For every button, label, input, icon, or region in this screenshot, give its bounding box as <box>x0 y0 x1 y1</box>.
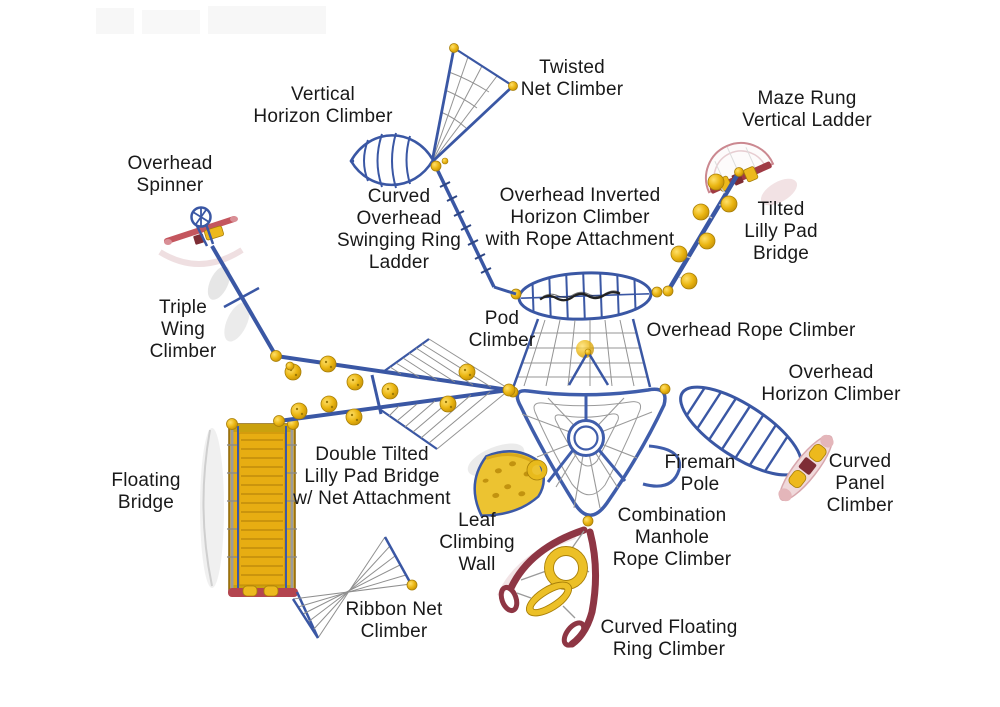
triple-wing-climber-graphic <box>210 244 278 358</box>
leaf-wall-ring <box>527 460 547 480</box>
label-ribbon-net-climber: Ribbon Net Climber <box>345 599 443 642</box>
oval-right-connector <box>651 286 663 298</box>
label-overhead-horizon-climber: Overhead Horizon Climber <box>761 362 901 405</box>
label-vertical-horizon-climber: Vertical Horizon Climber <box>253 84 393 127</box>
tilted-lilly-pad-bridge-graphic <box>662 167 744 297</box>
double-tilted-lilly-pad-bridge-graphic <box>270 338 516 450</box>
label-twisted-net-climber: Twisted Net Climber <box>520 57 624 100</box>
label-overhead-spinner: Overhead Spinner <box>127 153 213 196</box>
label-combination-manhole-rope-climber: Combination Manhole Rope Climber <box>612 505 732 570</box>
label-leaf-climbing-wall: Leaf Climbing Wall <box>439 510 515 575</box>
floating-bridge-graphic <box>202 418 299 597</box>
label-overhead-inverted-horizon-climber: Overhead Inverted Horizon Climber with R… <box>485 185 675 250</box>
label-overhead-rope-climber: Overhead Rope Climber <box>646 320 856 341</box>
label-maze-rung-vertical-ladder: Maze Rung Vertical Ladder <box>742 88 872 131</box>
overhead-spinner-graphic <box>164 206 238 247</box>
pod-climber-net-graphic <box>511 318 652 389</box>
label-floating-bridge: Floating Bridge <box>111 470 181 513</box>
label-triple-wing-climber: Triple Wing Climber <box>149 297 217 362</box>
watermark-smudge <box>96 6 326 34</box>
label-tilted-lilly-pad-bridge: Tilted Lilly Pad Bridge <box>744 199 818 264</box>
label-curved-panel-climber: Curved Panel Climber <box>826 451 894 516</box>
ribbon-net-climber-graphic <box>291 536 418 639</box>
curved-overhead-swinging-ring-ladder-graphic <box>430 157 496 288</box>
maze-rung-vertical-ladder-graphic <box>705 142 775 194</box>
curved-panel-climber-graphic <box>778 434 834 502</box>
vertical-horizon-climber-graphic <box>349 132 435 189</box>
curved-floating-ring-climber-graphic <box>498 526 600 648</box>
label-double-tilted-lilly-pad-bridge: Double Tilted Lilly Pad Bridge w/ Net At… <box>293 444 451 509</box>
label-fireman-pole: Fireman Pole <box>664 452 736 495</box>
label-pod-climber: Pod Climber <box>468 308 536 351</box>
fireman-pole-graphic <box>642 444 682 488</box>
label-curved-overhead-swinging-ring-ladder: Curved Overhead Swinging Ring Ladder <box>336 186 462 273</box>
leaf-wall-ring-outline <box>526 459 548 481</box>
overhead-inverted-horizon-climber-graphic <box>517 271 653 321</box>
oval-left-link <box>493 285 517 296</box>
label-curved-floating-ring-climber: Curved Floating Ring Climber <box>600 617 738 660</box>
twisted-net-climber-graphic <box>430 43 518 164</box>
